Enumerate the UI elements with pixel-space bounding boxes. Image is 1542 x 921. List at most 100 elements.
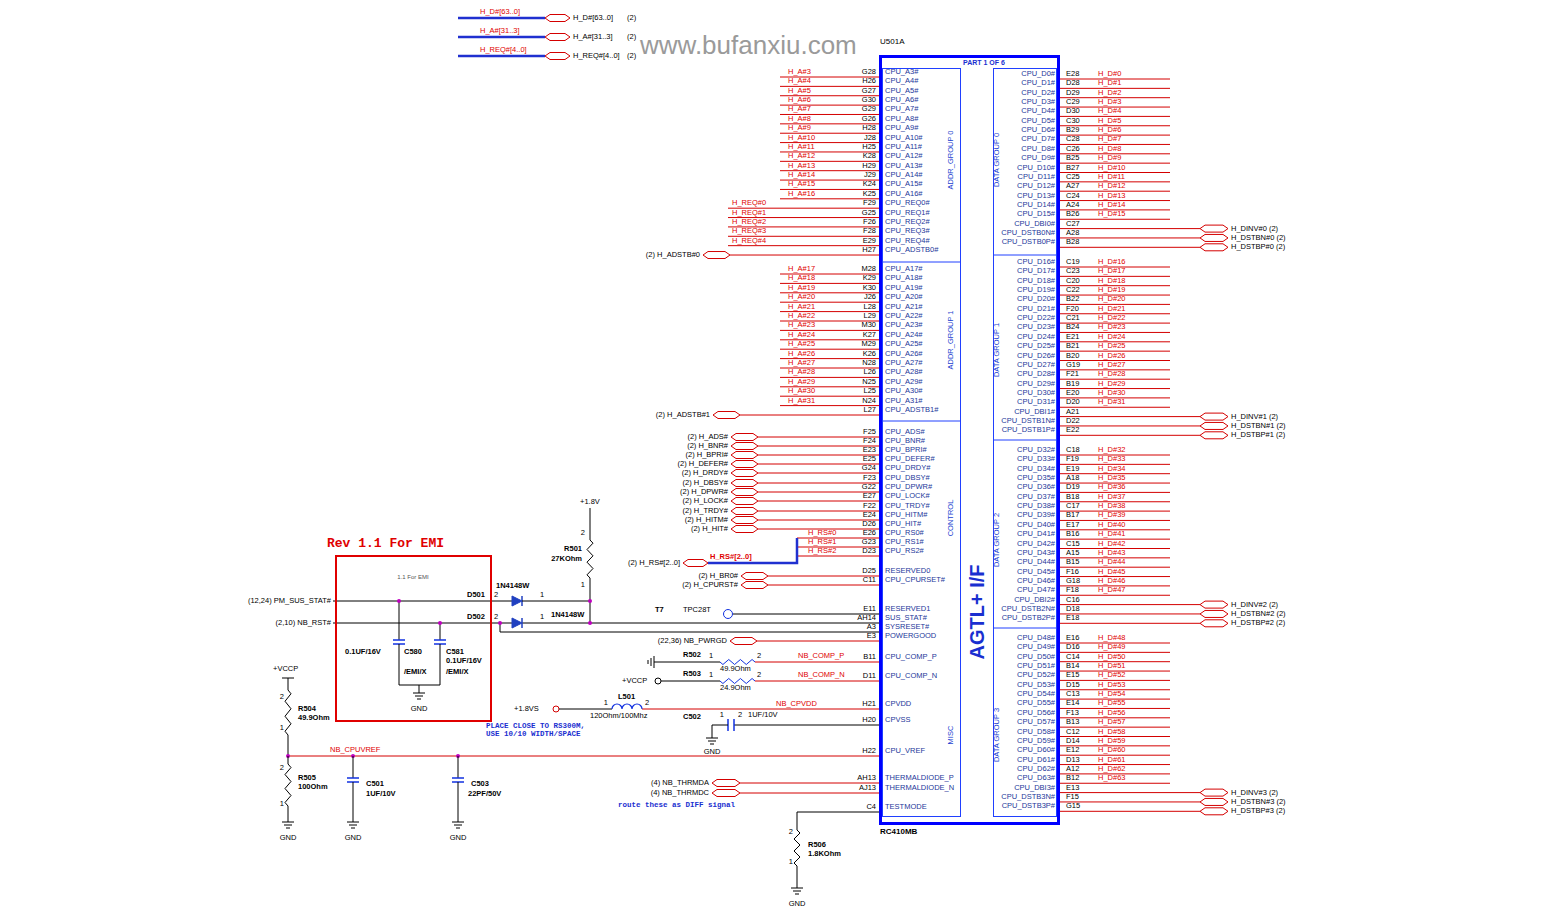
pin-name: CPU_HIT# — [885, 520, 921, 528]
pin-number: 2 — [757, 652, 761, 660]
net-label: H_D#13 — [1098, 192, 1126, 200]
diode-symbol — [512, 618, 522, 628]
net-label: H_D#54 — [1098, 690, 1126, 698]
offpage-net-label: (4) NB_THRMDC — [651, 789, 709, 797]
pin-name: CPU_REQ3# — [885, 228, 930, 236]
pin-number: B25 — [1066, 154, 1079, 162]
group-divider — [882, 421, 961, 422]
ground-label: GND — [345, 834, 362, 842]
pin-number: 2 — [280, 764, 284, 772]
pin-wire — [1060, 811, 1200, 812]
pin-number: F25 — [863, 428, 876, 436]
offpage-connector — [1200, 413, 1228, 420]
offpage-net-label: (2) H_HITM# — [685, 516, 728, 524]
net-label: H_A#25 — [788, 340, 815, 348]
net-label: H_D#25 — [1098, 342, 1126, 350]
net-label: H_A#23 — [788, 322, 815, 330]
offpage-net-label: (2) H_BNR# — [687, 442, 728, 450]
pin-wire — [642, 709, 879, 710]
pin-name: CPU_D36# — [1017, 484, 1055, 492]
pin-name: CPU_D5# — [1021, 117, 1055, 125]
pin-wire — [730, 255, 879, 256]
part-value: 100Ohm — [298, 783, 328, 791]
pin-name: CPU_D23# — [1017, 324, 1055, 332]
pin-name: CPU_D45# — [1017, 568, 1055, 576]
pin-name: CPVDD — [885, 700, 911, 708]
pin-number: C29 — [1066, 98, 1080, 106]
group-label: DATA GROUP 2 — [993, 513, 1001, 567]
net-label: H_RS#2 — [808, 547, 836, 555]
pin-name: CPU_DBI1# — [1014, 408, 1055, 416]
net-label: H_A#8 — [788, 115, 811, 123]
net-label: H_A#10 — [788, 134, 815, 142]
offpage-net-label: (12,24) PM_SUS_STAT# — [248, 597, 331, 605]
pin-name: CPU_D7# — [1021, 136, 1055, 144]
wire — [333, 601, 512, 602]
pin-number: E26 — [863, 529, 876, 537]
pin-name: CPU_DRDY# — [885, 464, 930, 472]
bus-label: H_REQ#[4..0] — [480, 46, 527, 54]
ground-symbol — [793, 891, 801, 892]
pin-number: B19 — [1066, 380, 1079, 388]
pin-number: A18 — [1066, 474, 1079, 482]
wire — [399, 601, 400, 640]
pin-number: E17 — [1066, 521, 1079, 529]
inductor-symbol — [612, 704, 642, 709]
pin-name: CPU_D3# — [1021, 98, 1055, 106]
pin-number: E20 — [1066, 389, 1079, 397]
offpage-net-label: (2) H_HIT# — [691, 525, 728, 533]
pin-name: CPU_D48# — [1017, 634, 1055, 642]
wire — [712, 725, 728, 726]
pin-number: K30 — [863, 284, 876, 292]
net-label: H_REQ#3 — [732, 228, 766, 236]
pin-name: CPU_D15# — [1017, 211, 1055, 219]
sheet-ref: (2) — [627, 52, 636, 60]
pin-name: CPU_D29# — [1017, 380, 1055, 388]
pin-name: CPU_BPRI# — [885, 446, 927, 454]
power-label: +1.8V — [580, 498, 600, 506]
wire — [353, 756, 354, 778]
power-label: +VCCP — [622, 677, 647, 685]
group-label: CONTROL — [947, 500, 955, 537]
offpage-net-label: (2) H_DEFER# — [678, 460, 728, 468]
pin-name: CPU_DBI3# — [1014, 784, 1055, 792]
pin-name: CPU_D47# — [1017, 587, 1055, 595]
pin-number: D25 — [862, 567, 876, 575]
pin-number: G30 — [862, 96, 876, 104]
pin-name: CPU_D14# — [1017, 201, 1055, 209]
pin-name: CPU_D28# — [1017, 370, 1055, 378]
pin-number: 1 — [280, 724, 284, 732]
pin-number: K26 — [863, 350, 876, 358]
part-value: /EMI/X — [446, 668, 469, 676]
pin-number: A12 — [1066, 765, 1079, 773]
ground-symbol — [454, 825, 462, 826]
pin-name: CPU_RS1# — [885, 538, 924, 546]
pin-name: CPU_A4# — [885, 78, 918, 86]
ground-symbol — [795, 894, 799, 895]
wire — [522, 601, 590, 602]
part-value: 120Ohm/100Mhz — [590, 712, 648, 720]
pin-number: H26 — [862, 78, 876, 86]
net-label: H_D#24 — [1098, 333, 1126, 341]
pin-name: CPU_LOCK# — [885, 492, 930, 500]
pin-name: CPU_DSTB0N# — [1001, 229, 1055, 237]
pin-name: CPU_D13# — [1017, 192, 1055, 200]
pin-name: CPU_ADSTB0# — [885, 246, 938, 254]
pin-name: CPU_D61# — [1017, 756, 1055, 764]
pin-name: CPU_D6# — [1021, 126, 1055, 134]
net-label: H_REQ#4 — [732, 237, 766, 245]
net-label: H_A#15 — [788, 181, 815, 189]
pin-number: A24 — [1066, 201, 1079, 209]
offpage-connector — [1200, 789, 1228, 796]
net-label: H_D#58 — [1098, 728, 1126, 736]
part-value: 1UF/10V — [748, 711, 778, 719]
ground-symbol — [708, 741, 716, 742]
pin-name: CPU_D56# — [1017, 709, 1055, 717]
pin-number: B16 — [1066, 530, 1079, 538]
pin-name: CPU_A11# — [885, 143, 922, 151]
pin-number: E23 — [863, 446, 876, 454]
capacitor-symbol — [452, 777, 464, 779]
pin-name: CPU_DPWR# — [885, 483, 932, 491]
net-label: H_D#34 — [1098, 465, 1126, 473]
net-label: H_A#24 — [788, 331, 815, 339]
